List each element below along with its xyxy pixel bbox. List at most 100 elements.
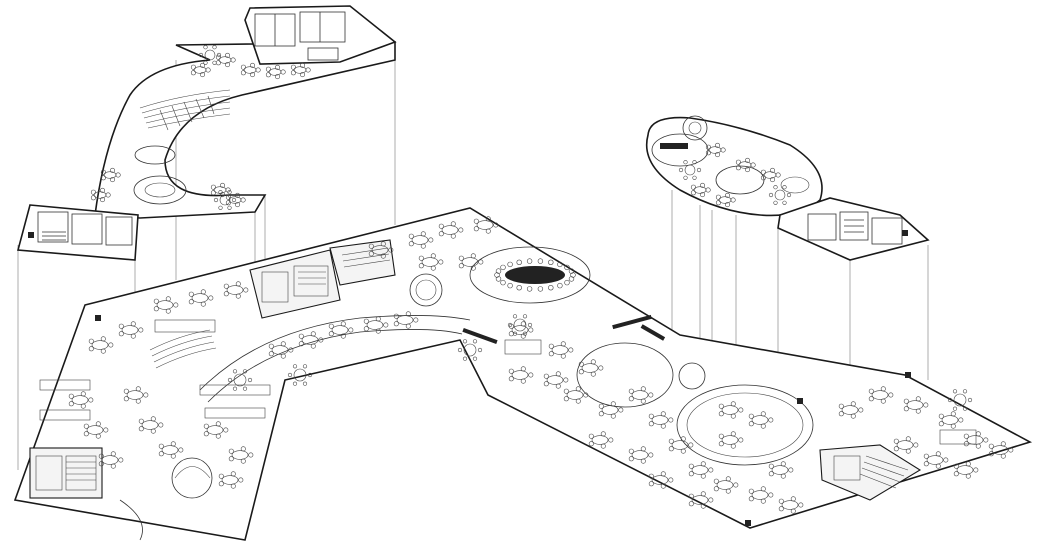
desk-cluster <box>838 401 864 419</box>
conference-chair <box>507 282 513 289</box>
desk-cluster <box>225 192 246 208</box>
desk-cluster <box>218 471 244 489</box>
desk-cluster <box>90 187 111 203</box>
round-table <box>678 160 702 180</box>
conference-chair <box>570 272 576 278</box>
desk-cluster <box>268 341 294 359</box>
desk-cluster <box>578 359 604 377</box>
lounge-sofa <box>134 145 176 165</box>
desk-cluster <box>690 182 711 198</box>
desk-cluster <box>328 321 354 339</box>
desk-cluster <box>705 142 726 158</box>
desk-cluster <box>760 167 781 183</box>
conference-chair <box>557 261 563 268</box>
desk-cluster <box>223 281 249 299</box>
conference-chair <box>548 285 554 291</box>
conference-chair <box>495 276 502 282</box>
conference-chair <box>557 282 563 289</box>
desk-cluster <box>903 396 929 414</box>
desk-cluster <box>748 486 774 504</box>
round-table <box>213 190 237 210</box>
round-table <box>198 45 222 65</box>
desk-cluster <box>715 192 736 208</box>
desk-cluster <box>123 386 149 404</box>
desk-cluster <box>203 421 229 439</box>
desk-cluster <box>748 411 774 429</box>
desk-cluster <box>138 416 164 434</box>
desk-cluster <box>68 391 94 409</box>
conference-chair <box>537 258 544 264</box>
conference-chair <box>507 261 513 268</box>
conference-chair <box>568 276 575 282</box>
desk-cluster <box>228 446 254 464</box>
main-fan-stairs <box>149 329 217 369</box>
left-core-tower <box>16 204 139 261</box>
desk-cluster <box>688 491 714 509</box>
round-table <box>947 389 973 411</box>
main-core-center <box>249 249 341 319</box>
reception-desk <box>171 457 213 499</box>
desk-cluster <box>718 431 744 449</box>
wall-accents <box>95 314 911 526</box>
main-floor-plate <box>13 207 1033 541</box>
conference-chair <box>564 264 570 271</box>
desk-cluster <box>240 62 261 78</box>
round-table <box>227 369 253 391</box>
desk-cluster <box>938 411 964 429</box>
desk-cluster <box>778 496 804 514</box>
upper-left-floor-plate <box>90 5 397 219</box>
desk-cluster <box>158 441 184 459</box>
desk-cluster <box>438 221 464 239</box>
desk-cluster <box>923 451 949 469</box>
desk-cluster <box>508 366 534 384</box>
conference-chair <box>500 279 506 286</box>
desk-cluster <box>83 421 109 439</box>
desk-cluster <box>418 253 444 271</box>
fan-stairs <box>139 89 231 131</box>
desk-cluster <box>735 157 756 173</box>
oval-meeting-table <box>133 175 187 205</box>
desk-cluster <box>988 441 1014 459</box>
round-table <box>768 185 792 205</box>
conference-chair <box>526 258 533 264</box>
desk-cluster <box>668 436 694 454</box>
desk-cluster <box>713 476 739 494</box>
desk-cluster <box>718 401 744 419</box>
desk-cluster <box>118 321 144 339</box>
desk-cluster <box>188 289 214 307</box>
main-core-right <box>819 444 922 501</box>
desk-cluster <box>628 446 654 464</box>
desk-cluster <box>688 461 714 479</box>
conference-chair <box>495 268 502 274</box>
round-kiosk <box>682 115 708 141</box>
curved-corridor <box>199 315 471 391</box>
desk-cluster <box>868 386 894 404</box>
desk-cluster <box>298 331 324 349</box>
desk-cluster <box>543 371 569 389</box>
conference-chair <box>516 285 522 291</box>
round-table <box>457 339 483 361</box>
upper-right-floor-plate <box>646 115 823 217</box>
large-conference-room <box>469 246 591 304</box>
desk-rows <box>39 319 977 445</box>
conference-chair <box>526 286 533 292</box>
desk-cluster <box>190 62 211 78</box>
desk-cluster <box>648 411 674 429</box>
desk-cluster <box>648 471 674 489</box>
oval-courtyard <box>676 384 814 466</box>
desk-cluster <box>153 296 179 314</box>
desk-cluster <box>563 386 589 404</box>
conference-chair <box>548 259 554 265</box>
desk-cluster <box>408 231 434 249</box>
desk-cluster <box>393 311 419 329</box>
conference-table <box>505 266 565 284</box>
desk-cluster <box>368 241 394 259</box>
desk-cluster <box>963 431 989 449</box>
conference-chair <box>568 268 575 274</box>
desk-cluster <box>265 64 286 80</box>
desk-cluster <box>473 216 499 234</box>
desk-cluster <box>290 62 311 78</box>
desk-cluster <box>458 253 484 271</box>
desk-cluster <box>953 461 979 479</box>
